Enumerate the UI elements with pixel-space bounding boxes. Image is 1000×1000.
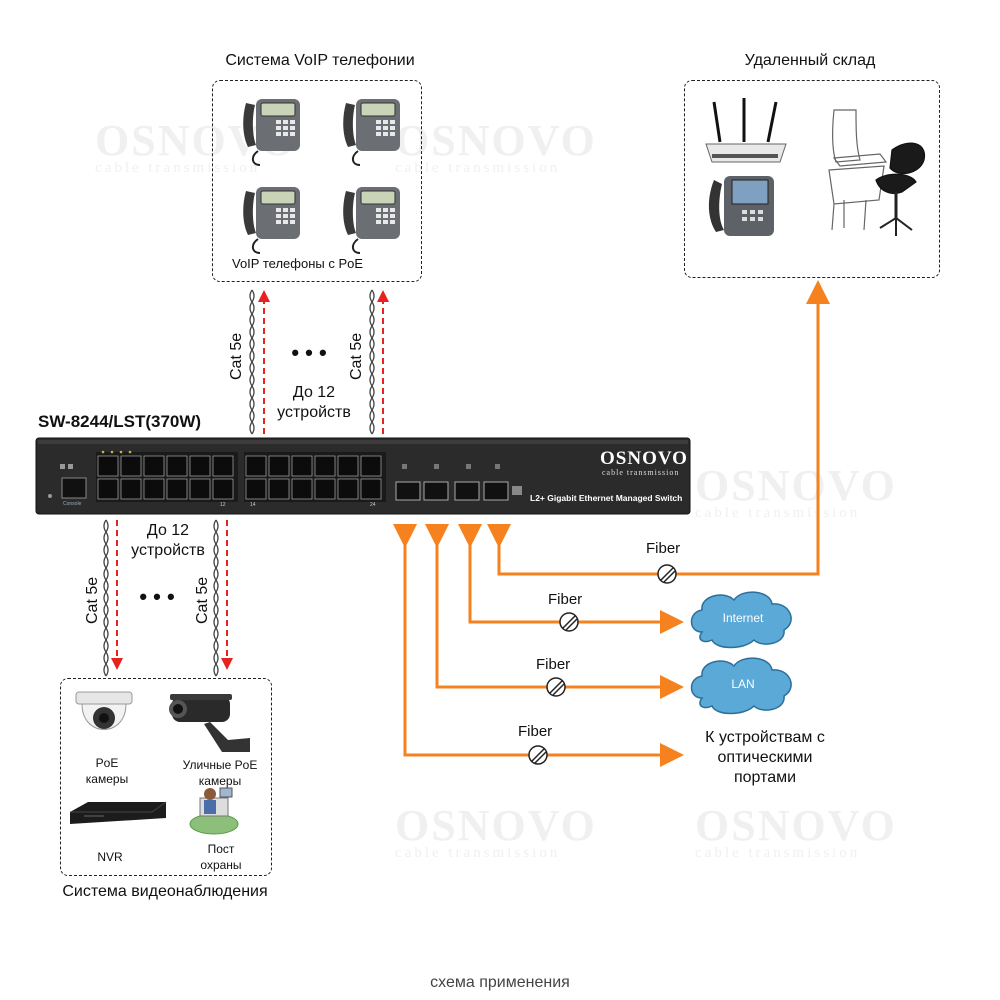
voip-caption: VoIP телефоны с PoE (232, 256, 364, 271)
ellipsis-bottom: • • • (139, 584, 175, 609)
street-camera-label-2: камеры (198, 774, 242, 788)
device-count-unit-bottom: устройств (131, 542, 205, 559)
street-camera-label-1: Уличные PoE (182, 758, 258, 772)
ellipsis-top: • • • (291, 340, 327, 365)
optical-devices-line2: оптическими (717, 749, 813, 766)
wifi-router-icon (705, 98, 787, 163)
device-count-bottom: До 12 (146, 522, 190, 539)
cctv-group (60, 678, 272, 876)
port-label-24: 24 (370, 502, 376, 508)
ip-phone-icon (708, 176, 774, 236)
bullet-camera-icon (169, 694, 250, 752)
rj45-ports-1-12-icon (96, 452, 238, 502)
fiber-coupler-icon (528, 564, 677, 765)
device-count-top: До 12 (292, 384, 336, 401)
poe-camera-label-1: PoE (95, 756, 119, 770)
nvr-label: NVR (97, 850, 123, 864)
optical-devices-line1: К устройствам с (705, 729, 825, 746)
fiber-label: Fiber (518, 723, 553, 740)
guard-post-label-1: Пост (207, 842, 235, 856)
warehouse-group (684, 80, 940, 278)
dome-camera-icon (75, 691, 133, 730)
device-count-unit-top: устройств (277, 404, 351, 421)
cat5e-cable-top-left (249, 289, 255, 435)
voip-group (212, 80, 422, 282)
fiber-label: Fiber (548, 591, 583, 608)
guard-post-label-2: охраны (200, 858, 242, 872)
cat5e-cable-bottom-right (213, 519, 219, 677)
rj45-ports-13-24-icon (244, 452, 386, 502)
footer-caption: схема применения (430, 974, 570, 991)
cat5e-cable-top-right (369, 289, 375, 435)
security-guard-post-icon (189, 787, 239, 835)
lan-label: LAN (731, 677, 755, 691)
port-label-14: 14 (250, 502, 256, 508)
nvr-icon (70, 801, 167, 824)
port-label-12: 12 (220, 502, 226, 508)
desk-chair-icon (828, 109, 926, 236)
internet-label: Internet (722, 611, 764, 625)
console-label: Console (63, 501, 82, 507)
fiber-label: Fiber (646, 540, 681, 557)
optical-devices-line3: портами (733, 769, 797, 786)
internet-cloud-icon (690, 591, 792, 649)
voip-title: Система VoIP телефонии (225, 52, 415, 69)
poe-camera-label-2: камеры (85, 772, 129, 786)
cat5e-cable-bottom-left (103, 519, 109, 677)
cctv-title: Система видеонаблюдения (62, 883, 268, 900)
warehouse-title: Удаленный склад (744, 52, 876, 69)
cctv-graphics (70, 691, 250, 835)
console-port-icon (61, 477, 87, 499)
warehouse-graphics (705, 98, 926, 236)
fiber-label: Fiber (536, 656, 571, 673)
switch-model-label: SW-8244/LST(370W) (38, 412, 202, 431)
lan-cloud-icon (690, 657, 792, 715)
